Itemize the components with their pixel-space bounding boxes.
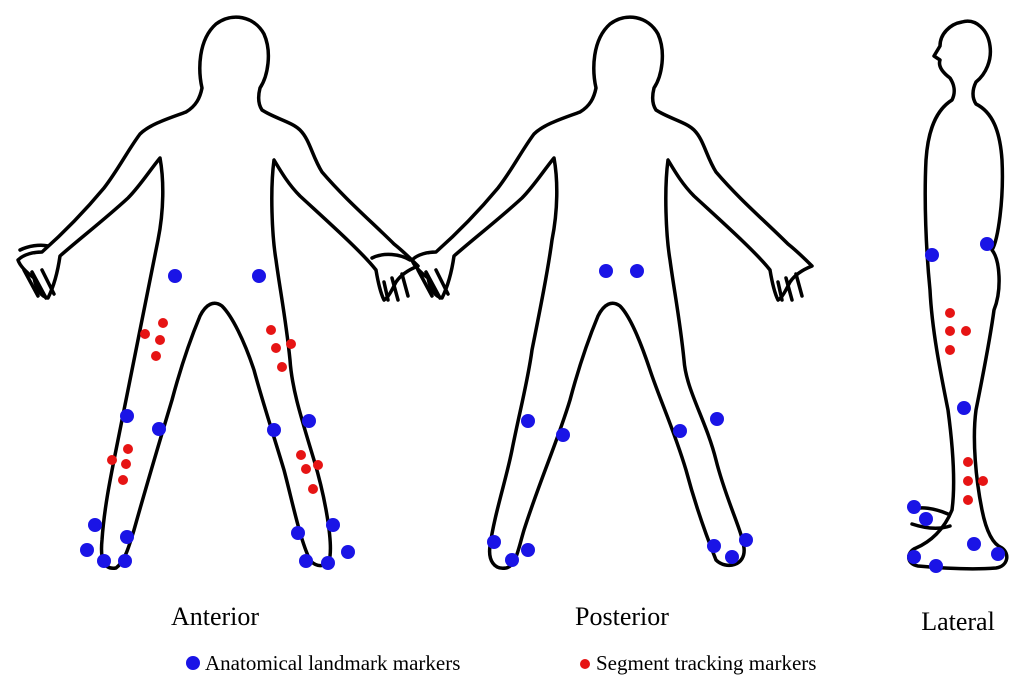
anatomical-marker-9	[291, 526, 305, 540]
anatomical-marker-3	[120, 409, 134, 423]
posterior-body-figure	[412, 17, 812, 568]
anatomical-marker-18	[630, 264, 644, 278]
anatomical-marker-15	[321, 556, 335, 570]
anatomical-marker-16	[341, 545, 355, 559]
anatomical-marker-1	[168, 269, 182, 283]
anatomical-marker-12	[97, 554, 111, 568]
tracking-marker-7	[286, 339, 296, 349]
anatomical-marker-19	[521, 414, 535, 428]
anatomical-marker-37	[991, 547, 1005, 561]
anatomical-marker-26	[707, 539, 721, 553]
anatomical-marker-32	[907, 500, 921, 514]
anatomical-marker-36	[967, 537, 981, 551]
anatomical-marker-22	[673, 424, 687, 438]
anatomical-marker-29	[925, 248, 939, 262]
anatomical-marker-10	[326, 518, 340, 532]
tracking-marker-18	[945, 326, 955, 336]
tracking-marker-23	[978, 476, 988, 486]
view-label-anterior: Anterior	[171, 602, 259, 631]
anatomical-marker-4	[152, 422, 166, 436]
anatomical-marker-23	[487, 535, 501, 549]
tracking-marker-13	[296, 450, 306, 460]
anatomical-marker-25	[521, 543, 535, 557]
tracking-marker-17	[945, 308, 955, 318]
legend-label-anatomical: Anatomical landmark markers	[205, 651, 460, 675]
legend-label-tracking: Segment tracking markers	[596, 651, 816, 675]
legend-swatch-anatomical	[186, 656, 200, 670]
anatomical-marker-28	[725, 550, 739, 564]
view-label-lateral: Lateral	[921, 607, 995, 636]
tracking-marker-9	[107, 455, 117, 465]
legend: Anatomical landmark markers Segment trac…	[186, 651, 816, 675]
tracking-marker-8	[277, 362, 287, 372]
legend-swatch-tracking	[580, 659, 590, 669]
tracking-marker-19	[961, 326, 971, 336]
anatomical-marker-31	[957, 401, 971, 415]
tracking-marker-20	[945, 345, 955, 355]
anatomical-marker-13	[118, 554, 132, 568]
anterior-body-figure	[18, 17, 418, 568]
segment-tracking-markers	[107, 308, 988, 505]
anatomical-marker-33	[919, 512, 933, 526]
tracking-marker-14	[301, 464, 311, 474]
tracking-marker-15	[313, 460, 323, 470]
lateral-body-figure	[909, 21, 1007, 569]
tracking-marker-1	[140, 329, 150, 339]
anatomical-marker-17	[599, 264, 613, 278]
anatomical-marker-21	[710, 412, 724, 426]
anatomical-marker-30	[980, 237, 994, 251]
tracking-marker-4	[151, 351, 161, 361]
tracking-marker-12	[118, 475, 128, 485]
anatomical-marker-14	[299, 554, 313, 568]
anatomical-marker-35	[929, 559, 943, 573]
anatomical-marker-2	[252, 269, 266, 283]
view-label-posterior: Posterior	[575, 602, 669, 631]
tracking-marker-24	[963, 495, 973, 505]
tracking-marker-11	[121, 459, 131, 469]
anatomical-marker-20	[556, 428, 570, 442]
anatomical-marker-5	[302, 414, 316, 428]
tracking-marker-21	[963, 457, 973, 467]
anatomical-marker-6	[267, 423, 281, 437]
tracking-marker-2	[158, 318, 168, 328]
tracking-marker-3	[155, 335, 165, 345]
tracking-marker-5	[266, 325, 276, 335]
anatomical-marker-7	[88, 518, 102, 532]
anatomical-marker-11	[80, 543, 94, 557]
tracking-marker-10	[123, 444, 133, 454]
anatomical-marker-24	[505, 553, 519, 567]
tracking-marker-16	[308, 484, 318, 494]
tracking-marker-6	[271, 343, 281, 353]
anatomical-marker-8	[120, 530, 134, 544]
tracking-marker-22	[963, 476, 973, 486]
anatomical-marker-34	[907, 550, 921, 564]
anatomical-marker-27	[739, 533, 753, 547]
